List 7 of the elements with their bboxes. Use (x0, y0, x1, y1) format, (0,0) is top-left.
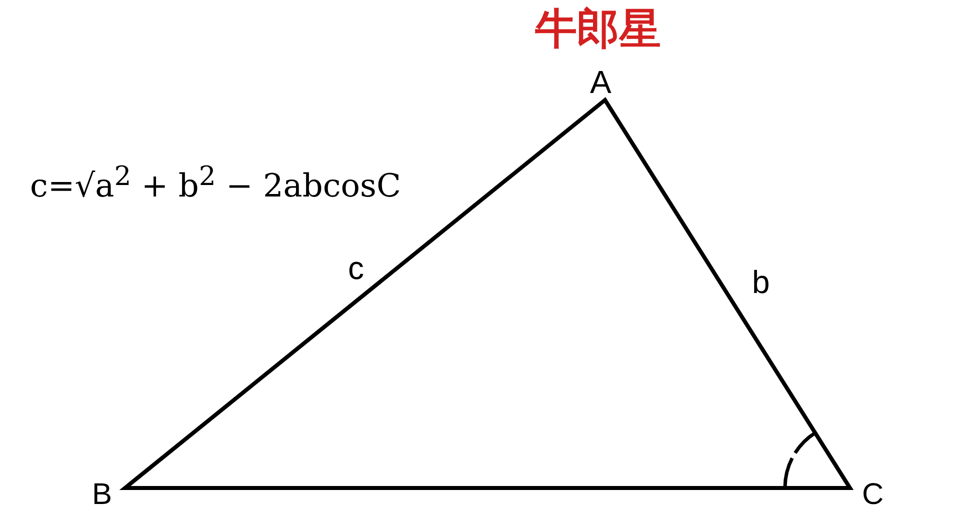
side-label: c (348, 252, 364, 284)
formula: c=√a$^{2}$ + b$^{2}$ − 2abcosC (30, 164, 401, 202)
vertex-label: A (590, 66, 612, 98)
vertex-label: C (862, 480, 884, 510)
side-label: b (752, 266, 770, 298)
vertex-label: B (92, 480, 112, 510)
star-name: 牛郎星 (535, 8, 661, 50)
